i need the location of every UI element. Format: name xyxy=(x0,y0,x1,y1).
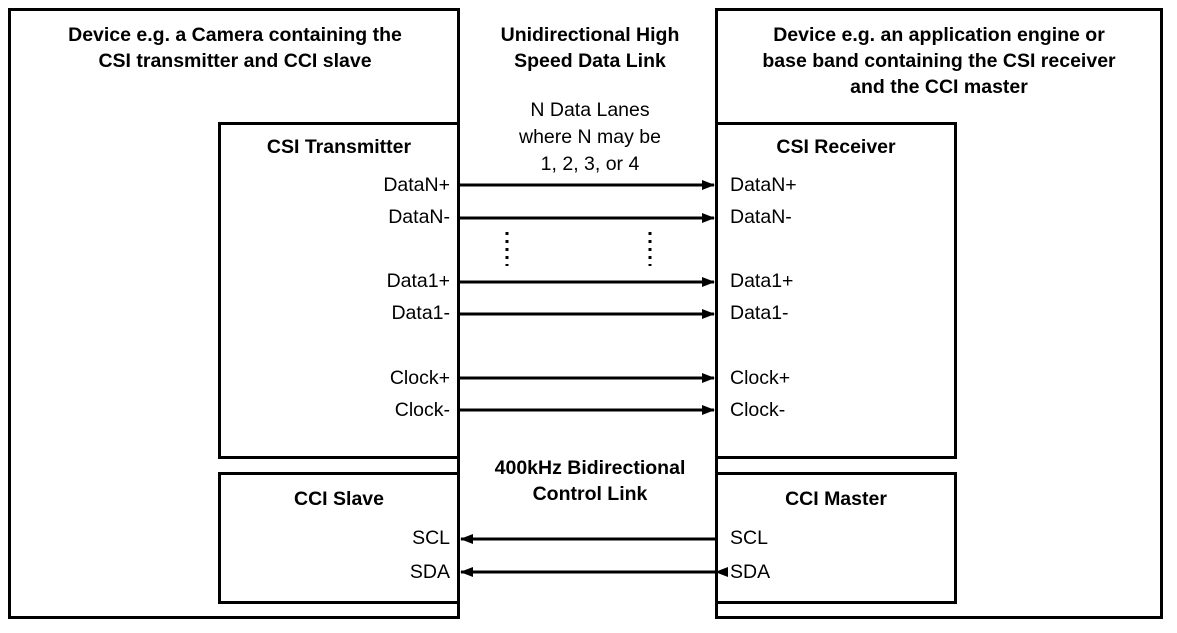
left-device-title: Device e.g. a Camera containing the CSI … xyxy=(68,24,402,72)
csi-transmitter-title: CSI Transmitter xyxy=(266,136,412,158)
rx-signal-label-datan-plus: DataN+ xyxy=(730,174,797,196)
tx-signal-label-datan-plus: DataN+ xyxy=(383,174,450,196)
rx-signal-label-clock-plus: Clock+ xyxy=(730,367,791,389)
csi-transmitter-block xyxy=(218,122,460,459)
cci-master-title: CCI Master xyxy=(785,488,887,510)
rx-signal-label-datan-minus: DataN- xyxy=(730,206,792,228)
rx-signal-label-clock-minus: Clock- xyxy=(730,399,786,421)
tx-signal-label-clock-minus: Clock- xyxy=(394,399,450,421)
data-link-note: N Data Lanes where N may be 1, 2, 3, or … xyxy=(519,99,661,175)
right-device-title: Device e.g. an application engine or bas… xyxy=(762,24,1116,98)
data-link-title: Unidirectional High Speed Data Link xyxy=(500,24,680,72)
tx-signal-label-clock-plus: Clock+ xyxy=(389,367,450,389)
cci-master-signal-label-scl: SCL xyxy=(730,527,768,549)
tx-signal-label-datan-minus: DataN- xyxy=(388,206,450,228)
cci-slave-signal-label-scl: SCL xyxy=(412,527,450,549)
tx-signal-label-data1-minus: Data1- xyxy=(391,302,450,324)
tx-signal-label-data1-plus: Data1+ xyxy=(386,270,450,292)
cci-master-signal-label-sda: SDA xyxy=(730,561,771,583)
cci-slave-title: CCI Slave xyxy=(294,488,384,510)
control-link-title: 400kHz Bidirectional Control Link xyxy=(494,457,686,505)
csi-receiver-title: CSI Receiver xyxy=(776,136,896,158)
rx-signal-label-data1-plus: Data1+ xyxy=(730,270,794,292)
cci-slave-block xyxy=(218,472,460,604)
rx-signal-label-data1-minus: Data1- xyxy=(730,302,789,324)
cci-master-block xyxy=(715,472,957,604)
cci-slave-signal-label-sda: SDA xyxy=(409,561,450,583)
csi-receiver-block xyxy=(715,122,957,459)
